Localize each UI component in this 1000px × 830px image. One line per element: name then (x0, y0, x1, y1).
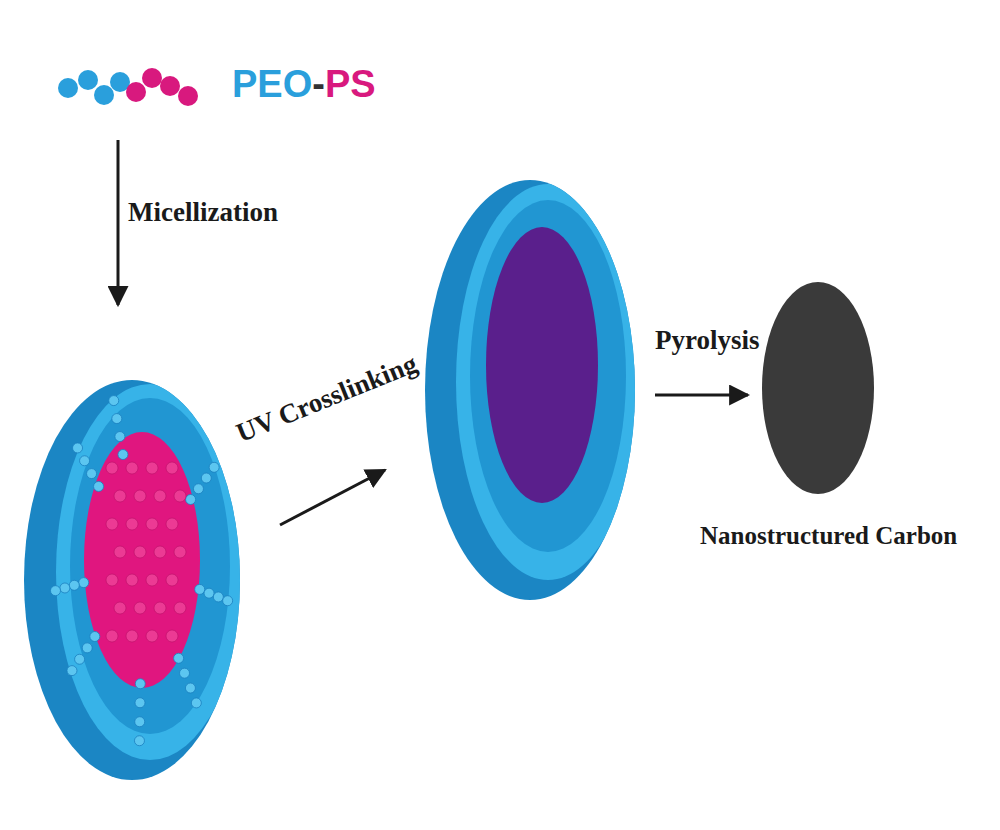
ps-bead (134, 490, 146, 502)
peo-bead (174, 653, 184, 663)
ps-bead (106, 462, 118, 474)
peo-bead (75, 654, 85, 664)
ps-bead (114, 546, 126, 558)
ps-bead (146, 462, 158, 474)
peo-bead (90, 632, 100, 642)
peo-bead (135, 698, 145, 708)
peo-bead (109, 396, 119, 406)
ps-bead (106, 518, 118, 530)
ps-bead (146, 518, 158, 530)
step-label: Micellization (128, 198, 278, 228)
ps-bead (154, 490, 166, 502)
micelle-sphere (24, 380, 244, 780)
carbon-particle (762, 282, 874, 494)
peo-bead (209, 462, 219, 472)
process-arrow (280, 470, 385, 525)
peo-bead (112, 414, 122, 424)
peo-bead (201, 473, 211, 483)
peo-bead (223, 596, 233, 606)
peo-bead (213, 592, 223, 602)
step-label: Pyrolysis (655, 326, 760, 356)
crosslinked-micelle (425, 180, 640, 600)
peo-bead (115, 432, 125, 442)
ps-bead (126, 574, 138, 586)
bead (126, 82, 146, 102)
ps-bead (166, 518, 178, 530)
peo-bead (135, 679, 145, 689)
peo-bead (191, 698, 201, 708)
copolymer-chain (58, 68, 198, 106)
ps-bead (126, 630, 138, 642)
peo-bead (67, 666, 77, 676)
ps-bead (166, 462, 178, 474)
peo-bead (60, 583, 70, 593)
ps-bead (126, 462, 138, 474)
ps-bead (166, 630, 178, 642)
ps-bead (126, 518, 138, 530)
peo-bead (180, 668, 190, 678)
peo-bead (94, 481, 104, 491)
step-label: UV Crosslinking (232, 349, 421, 448)
peo-bead (134, 736, 144, 746)
peo-bead (193, 484, 203, 494)
peo-bead (185, 683, 195, 693)
peo-bead (80, 456, 90, 466)
bead (78, 70, 98, 90)
peo-bead (186, 494, 196, 504)
ps-bead (114, 602, 126, 614)
ps-bead (174, 602, 186, 614)
ps-bead (114, 490, 126, 502)
ps-bead (146, 630, 158, 642)
process-arrow (117, 140, 120, 305)
peo-bead (118, 450, 128, 460)
ps-bead (146, 574, 158, 586)
process-arrow (655, 394, 748, 397)
ps-bead (174, 546, 186, 558)
ps-bead (106, 574, 118, 586)
ps-core (84, 432, 200, 688)
bead (178, 86, 198, 106)
ps-bead (174, 490, 186, 502)
peo-bead (50, 586, 60, 596)
peo-bead (73, 443, 83, 453)
peo-bead (87, 469, 97, 479)
peo-bead (135, 717, 145, 727)
peo-bead (204, 588, 214, 598)
peo-bead (79, 578, 89, 588)
crosslinked-core (486, 227, 598, 503)
ps-bead (134, 546, 146, 558)
bead (160, 76, 180, 96)
ps-bead (134, 602, 146, 614)
bead (142, 68, 162, 88)
peo-bead (69, 580, 79, 590)
peo-bead (195, 584, 205, 594)
bead (94, 85, 114, 105)
peo-bead (82, 643, 92, 653)
bead (58, 78, 78, 98)
ps-bead (154, 602, 166, 614)
ps-bead (106, 630, 118, 642)
product-label: Nanostructured Carbon (700, 522, 957, 550)
ps-bead (166, 574, 178, 586)
copolymer-name: PEO-PS (232, 64, 376, 106)
ps-bead (154, 546, 166, 558)
